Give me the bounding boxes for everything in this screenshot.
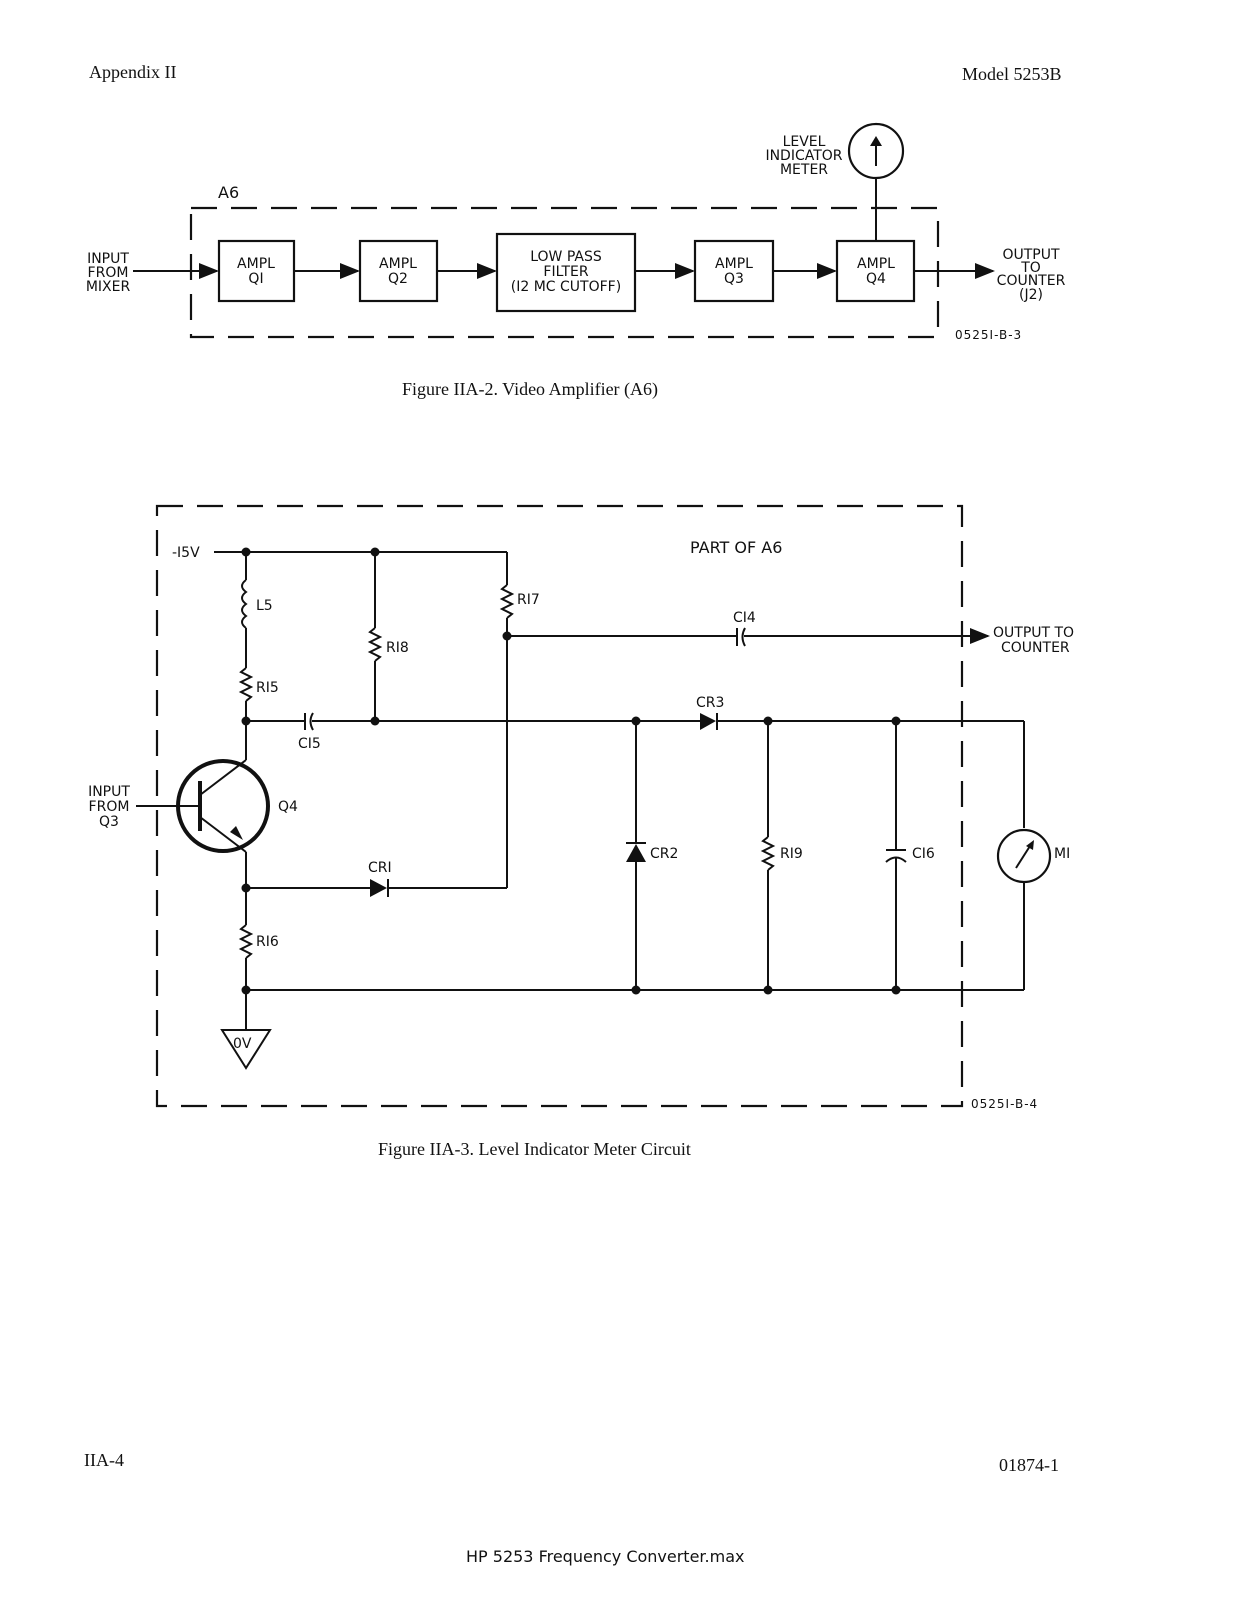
- part-of-a6-label: PART OF A6: [690, 538, 782, 557]
- block-ampl-q1-line1: AMPL: [237, 256, 275, 272]
- figure3-caption: Figure IIA-3. Level Indicator Meter Circ…: [378, 1139, 691, 1159]
- r17-resistor-icon: [499, 584, 515, 619]
- footer-page-number: IIA-4: [84, 1450, 124, 1470]
- c16-label: CI6: [912, 846, 935, 862]
- l5-inductor-icon: [241, 579, 248, 629]
- meter-label-line1: LEVEL: [783, 134, 826, 150]
- ground-label: 0V: [233, 1036, 252, 1052]
- q4-transistor-icon: [176, 759, 270, 853]
- r19-label: RI9: [780, 846, 803, 862]
- figure2-caption: Figure IIA-2. Video Amplifier (A6): [402, 379, 659, 399]
- figure2-code: 0525I-B-3: [955, 328, 1022, 342]
- input-label-line3: MIXER: [86, 279, 131, 295]
- cr2-label: CR2: [650, 846, 678, 862]
- r15-resistor-icon: [238, 667, 254, 702]
- output-label-line1: OUTPUT TO: [993, 625, 1074, 641]
- a6-label: A6: [218, 183, 239, 202]
- header-model: Model 5253B: [962, 64, 1062, 84]
- input-label-line2: FROM: [89, 799, 130, 815]
- l5-label: L5: [256, 598, 273, 614]
- meter-label-line2: INDICATOR: [765, 148, 842, 164]
- block-low-pass-filter: [495, 232, 637, 313]
- output-label-line4: (J2): [1019, 287, 1043, 303]
- cr3-diode-icon: [700, 713, 716, 730]
- block-ampl-q3: [693, 239, 775, 303]
- input-label-line1: INPUT: [88, 784, 130, 800]
- r16-resistor-icon: [238, 924, 254, 959]
- block-filter-line2: FILTER: [543, 264, 588, 280]
- output-label-line3: COUNTER: [997, 273, 1066, 289]
- block-ampl-q4-line1: AMPL: [857, 256, 895, 272]
- c14-label: CI4: [733, 610, 756, 626]
- m1-meter-icon: [996, 828, 1052, 884]
- output-label-line2: TO: [1020, 260, 1041, 276]
- r17-label: RI7: [517, 592, 540, 608]
- cr2-diode-icon: [626, 844, 646, 862]
- meter-label-line3: METER: [780, 162, 828, 178]
- m1-label: MI: [1054, 846, 1070, 862]
- q4-label: Q4: [278, 799, 298, 815]
- r19-resistor-icon: [760, 836, 776, 871]
- c15-label: CI5: [298, 736, 321, 752]
- block-filter-line1: LOW PASS: [530, 249, 602, 265]
- block-ampl-q4-line2: Q4: [866, 271, 886, 287]
- cr1-diode-icon: [370, 879, 387, 897]
- block-ampl-q1: [217, 239, 296, 303]
- cr3-label: CR3: [696, 695, 724, 711]
- block-filter-line3: (I2 MC CUTOFF): [511, 279, 621, 295]
- block-ampl-q3-line1: AMPL: [715, 256, 753, 272]
- figure3-code: 0525I-B-4: [971, 1097, 1038, 1111]
- input-label-line2: FROM: [88, 265, 129, 281]
- output-label-line2: COUNTER: [1001, 640, 1070, 656]
- footer-filename: HP 5253 Frequency Converter.max: [466, 1547, 745, 1566]
- part-of-a6-enclosure: [155, 504, 964, 1108]
- supply-label: -I5V: [172, 545, 200, 561]
- ground-icon: [220, 1029, 272, 1070]
- a6-enclosure: [189, 206, 940, 339]
- r16-label: RI6: [256, 934, 279, 950]
- footer-doc-number: 01874-1: [999, 1455, 1059, 1475]
- block-ampl-q2-line1: AMPL: [379, 256, 417, 272]
- block-ampl-q2: [358, 239, 439, 303]
- meter-arrow-icon: [870, 136, 882, 146]
- input-label-line3: Q3: [99, 814, 119, 830]
- figure-video-amplifier-diagram: A6 LEVEL INDICATOR METER INPUT FROM MIXE…: [86, 122, 1066, 342]
- block-ampl-q2-line2: Q2: [388, 271, 408, 287]
- r18-resistor-icon: [367, 627, 383, 662]
- header-appendix: Appendix II: [89, 62, 177, 82]
- output-label-line1: OUTPUT: [1002, 247, 1060, 263]
- r18-label: RI8: [386, 640, 409, 656]
- r15-label: RI5: [256, 680, 279, 696]
- block-ampl-q3-line2: Q3: [724, 271, 744, 287]
- input-label-line1: INPUT: [87, 251, 129, 267]
- cr1-label: CRI: [368, 860, 392, 876]
- block-ampl-q4: [835, 239, 916, 303]
- block-ampl-q1-line2: QI: [248, 271, 263, 287]
